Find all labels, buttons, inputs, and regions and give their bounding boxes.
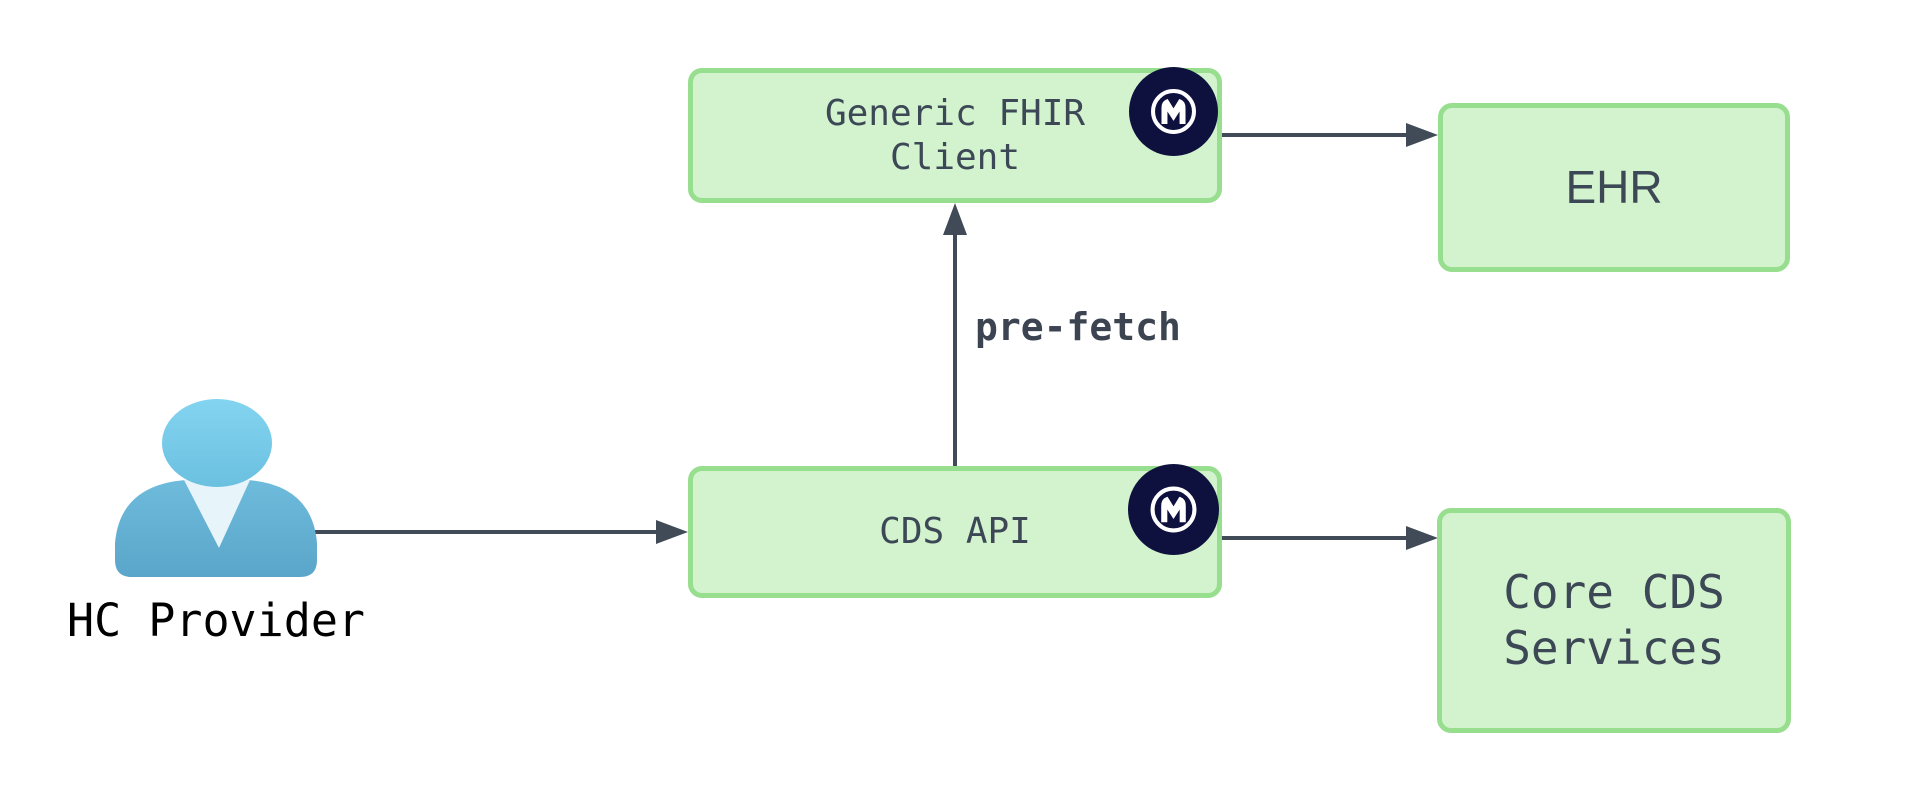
person-icon — [115, 399, 317, 577]
node-label: CDS API — [879, 511, 1031, 553]
node-cds-api: CDS API — [688, 466, 1222, 598]
node-core-cds-services: Core CDS Services — [1437, 508, 1791, 733]
arrow-cds-api-to-core-cds-services — [1222, 526, 1438, 550]
node-label: EHR — [1565, 160, 1663, 213]
node-label: Generic FHIR Client — [824, 93, 1086, 178]
node-generic-fhir-client: Generic FHIR Client — [688, 68, 1222, 203]
mulesoft-logo-icon — [1128, 464, 1219, 555]
actor-label: HC Provider — [66, 594, 365, 647]
edge-label-pre-fetch: pre-fetch — [975, 305, 1181, 349]
mulesoft-logo-icon — [1129, 67, 1218, 156]
arrow-cds-api-to-generic-fhir-client — [943, 203, 967, 466]
arrow-hc-provider-to-cds-api — [311, 520, 688, 544]
arrow-generic-fhir-client-to-ehr — [1222, 123, 1438, 147]
node-ehr: EHR — [1438, 103, 1790, 272]
node-label: Core CDS Services — [1503, 565, 1725, 675]
